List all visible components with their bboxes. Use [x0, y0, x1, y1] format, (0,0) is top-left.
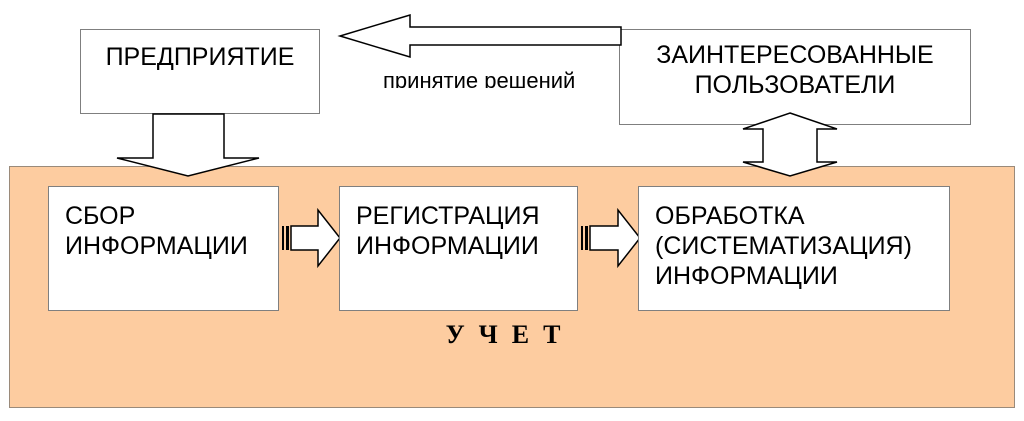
enterprise-box: ПРЕДПРИЯТИЕ: [80, 29, 320, 114]
collect-to-register-arrow: [282, 207, 341, 269]
decision-label: принятие решений: [383, 68, 576, 88]
stakeholders-box: ЗАИНТЕРЕСОВАННЫЕ ПОЛЬЗОВАТЕЛИ: [619, 29, 971, 125]
register-info-box: РЕГИСТРАЦИЯ ИНФОРМАЦИИ: [339, 186, 578, 311]
accounting-label: УЧЕТ: [445, 320, 575, 349]
register-to-process-arrow: [581, 207, 641, 269]
collect-info-box: СБОР ИНФОРМАЦИИ: [48, 186, 279, 311]
decision-arrow: [337, 13, 622, 59]
enterprise-down-arrow: [116, 113, 260, 177]
process-info-box: ОБРАБОТКА (СИСТЕМАТИЗАЦИЯ) ИНФОРМАЦИИ: [638, 186, 950, 311]
stakeholders-double-arrow: [742, 112, 838, 177]
